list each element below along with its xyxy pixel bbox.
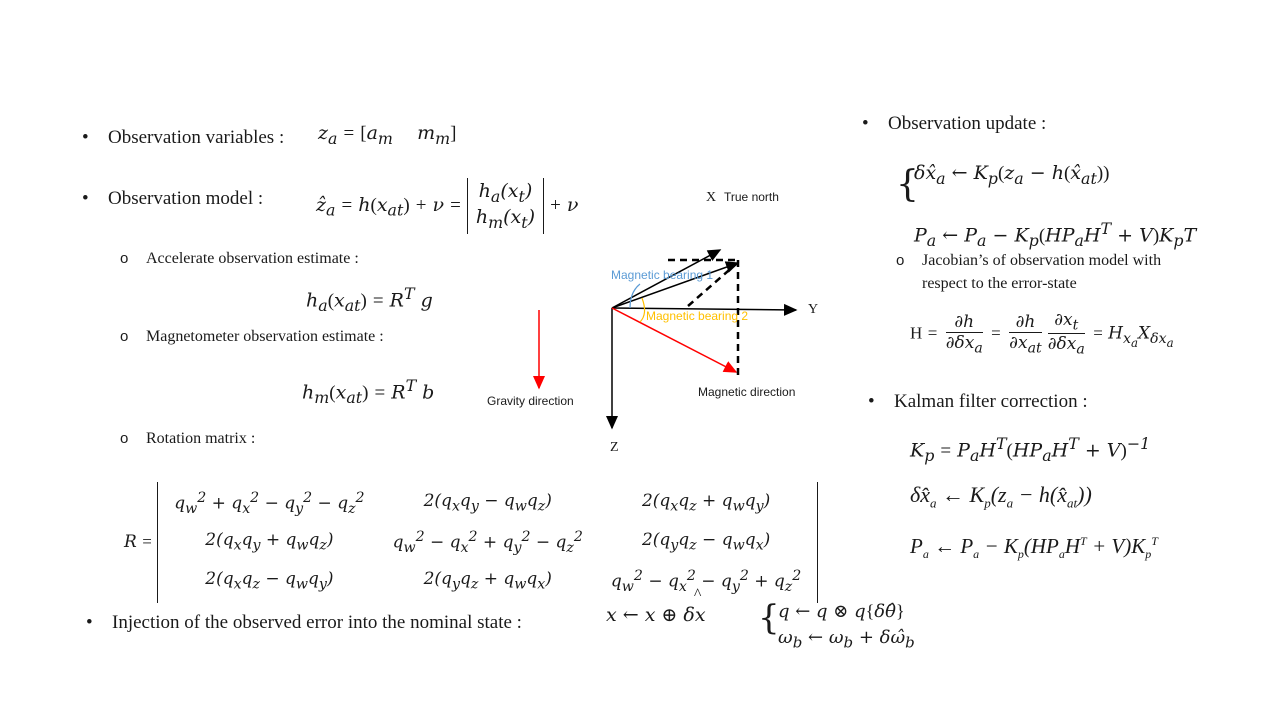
z-axis-label: Z	[610, 440, 619, 455]
x-axis-label: X	[706, 190, 717, 205]
obs-variables-item: • Observation variables :	[82, 127, 284, 149]
bullet-icon: •	[86, 612, 93, 633]
inject-brace: {	[758, 598, 780, 638]
circle-bullet-icon: o	[120, 250, 129, 267]
true-north-arrow	[611, 249, 722, 309]
mag-item: o Magnetometer observation estimate :	[120, 328, 384, 346]
accel-label: Accelerate observation estimate :	[146, 250, 359, 267]
mag-label: Magnetometer observation estimate :	[146, 328, 384, 345]
bullet-icon: •	[82, 127, 89, 148]
circle-bullet-icon: o	[896, 252, 905, 269]
circle-bullet-icon: o	[120, 430, 129, 447]
accel-equation: ha(xat) = RT g	[306, 284, 433, 316]
kalman-item: • Kalman filter correction :	[868, 391, 1088, 413]
bullet-icon: •	[82, 188, 89, 209]
inject-system: q ← q ⊗ q{δθ̂} ωb ← ωb + δω̂b	[778, 601, 915, 652]
mag-equation: hm(xat) = RT b	[302, 376, 435, 408]
inject-item: • Injection of the observed error into th…	[86, 612, 522, 634]
jacobian-label-2: respect to the error-state	[922, 275, 1077, 292]
magnetic-direction-arrow	[611, 307, 738, 373]
kalman-cov-equation: Pa ← Pa − Kp(HPaHT + V)KpT	[910, 534, 1158, 562]
bullet-icon: •	[868, 391, 875, 412]
obs-model-equation: ẑa = h(xat) + ν = ha(xt)hm(xt) + ν	[316, 178, 579, 234]
circle-bullet-icon: o	[120, 328, 129, 345]
kalman-label: Kalman filter correction :	[894, 391, 1088, 412]
obs-model-label: Observation model :	[108, 188, 264, 209]
true-north-label: True north	[724, 190, 779, 204]
obs-model-item: • Observation model :	[82, 188, 263, 210]
kalman-gain-equation: Kp = PaHT(HPaHT + V)−1	[910, 434, 1151, 466]
frame-diagram	[533, 249, 798, 430]
y-axis-label: Y	[808, 302, 819, 317]
kalman-state-equation: δx̂a ← Kp(za − h(x̂at))	[910, 482, 1092, 511]
update-brace: {	[896, 164, 919, 205]
magnetic-label: Magnetic direction	[698, 385, 796, 399]
rot-item: o Rotation matrix :	[120, 430, 255, 448]
obs-variables-equation: za = [am mm]	[318, 122, 457, 148]
jacobian-equation: H = ∂h∂δxa = ∂h∂xat∂xt∂δxa = HxaXδxa	[910, 310, 1174, 358]
bearing1-label: Magnetic bearing 1	[611, 268, 714, 282]
y-axis-arrow	[611, 303, 798, 316]
update-equations: δx̂a ← Kp(za − h(x̂at)) Pa ← Pa − Kp(HPa…	[914, 162, 1197, 250]
bearing-vector	[611, 261, 740, 309]
jacobian-item: o Jacobian’s of observation model with re…	[896, 249, 1161, 295]
dashed-diagonal	[687, 263, 737, 307]
gravity-label: Gravity direction	[487, 394, 574, 408]
rot-label: Rotation matrix :	[146, 430, 256, 447]
update-label: Observation update :	[888, 113, 1047, 134]
bearing2-label: Magnetic bearing 2	[646, 309, 749, 323]
bullet-icon: •	[862, 113, 869, 134]
obs-variables-label: Observation variables :	[108, 127, 285, 148]
inject-equation: x ← x ⊕ δx^	[606, 586, 706, 626]
bearing2-arc	[639, 297, 646, 323]
update-item: • Observation update :	[862, 113, 1046, 135]
accel-item: o Accelerate observation estimate :	[120, 250, 359, 268]
inject-label: Injection of the observed error into the…	[112, 612, 522, 633]
bearing1-arc	[629, 283, 641, 309]
jacobian-label-1: Jacobian’s of observation model with	[922, 252, 1162, 269]
